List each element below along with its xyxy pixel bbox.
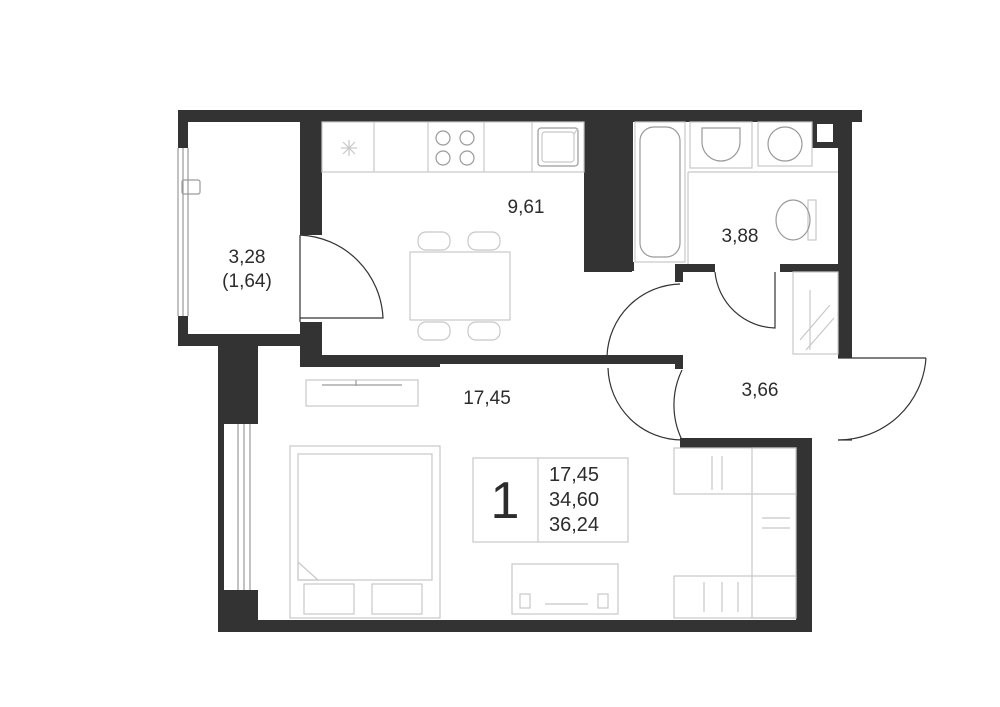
- apartment-summary: 1 17,45 34,60 36,24: [472, 457, 629, 543]
- sink-icon: [537, 127, 579, 167]
- balcony-reduced-area-label: (1,64): [222, 271, 272, 292]
- kitchen-counter: [321, 121, 585, 173]
- stove-icon: [435, 130, 475, 166]
- washbasin-icon: [689, 121, 753, 169]
- washing-machine-icon: [757, 121, 813, 167]
- walls: [178, 110, 862, 632]
- desk-icon: [511, 563, 619, 615]
- toilet-icon: [775, 199, 817, 241]
- tv-stand: [305, 379, 419, 407]
- living-room-area-label: 17,45: [463, 388, 511, 409]
- door-entrance: [607, 357, 927, 441]
- bathtub-icon: [634, 121, 686, 263]
- hallway-area-label: 3,66: [742, 380, 779, 401]
- corner-sofa-icon: [673, 447, 797, 619]
- bathroom-area-label: 3,88: [722, 226, 759, 247]
- total-with-balcony-value: 36,24: [549, 514, 599, 536]
- rooms-count: 1: [491, 472, 520, 530]
- kitchen-area-label: 9,61: [508, 197, 545, 218]
- door-hallway: [606, 283, 681, 357]
- door-bathroom: [714, 271, 776, 329]
- balcony-area-label: 3,28: [229, 247, 266, 268]
- window-balcony: [177, 148, 201, 316]
- total-area-value: 34,60: [549, 489, 599, 511]
- hallway-wardrobe: [792, 271, 839, 355]
- snowflake-icon: [341, 140, 357, 156]
- window-living: [230, 424, 258, 590]
- living-area-value: 17,45: [549, 464, 599, 486]
- door-balcony: [299, 234, 384, 322]
- bed-icon: [289, 445, 441, 619]
- dining-table: [409, 231, 511, 341]
- bathroom-outline: [687, 171, 838, 264]
